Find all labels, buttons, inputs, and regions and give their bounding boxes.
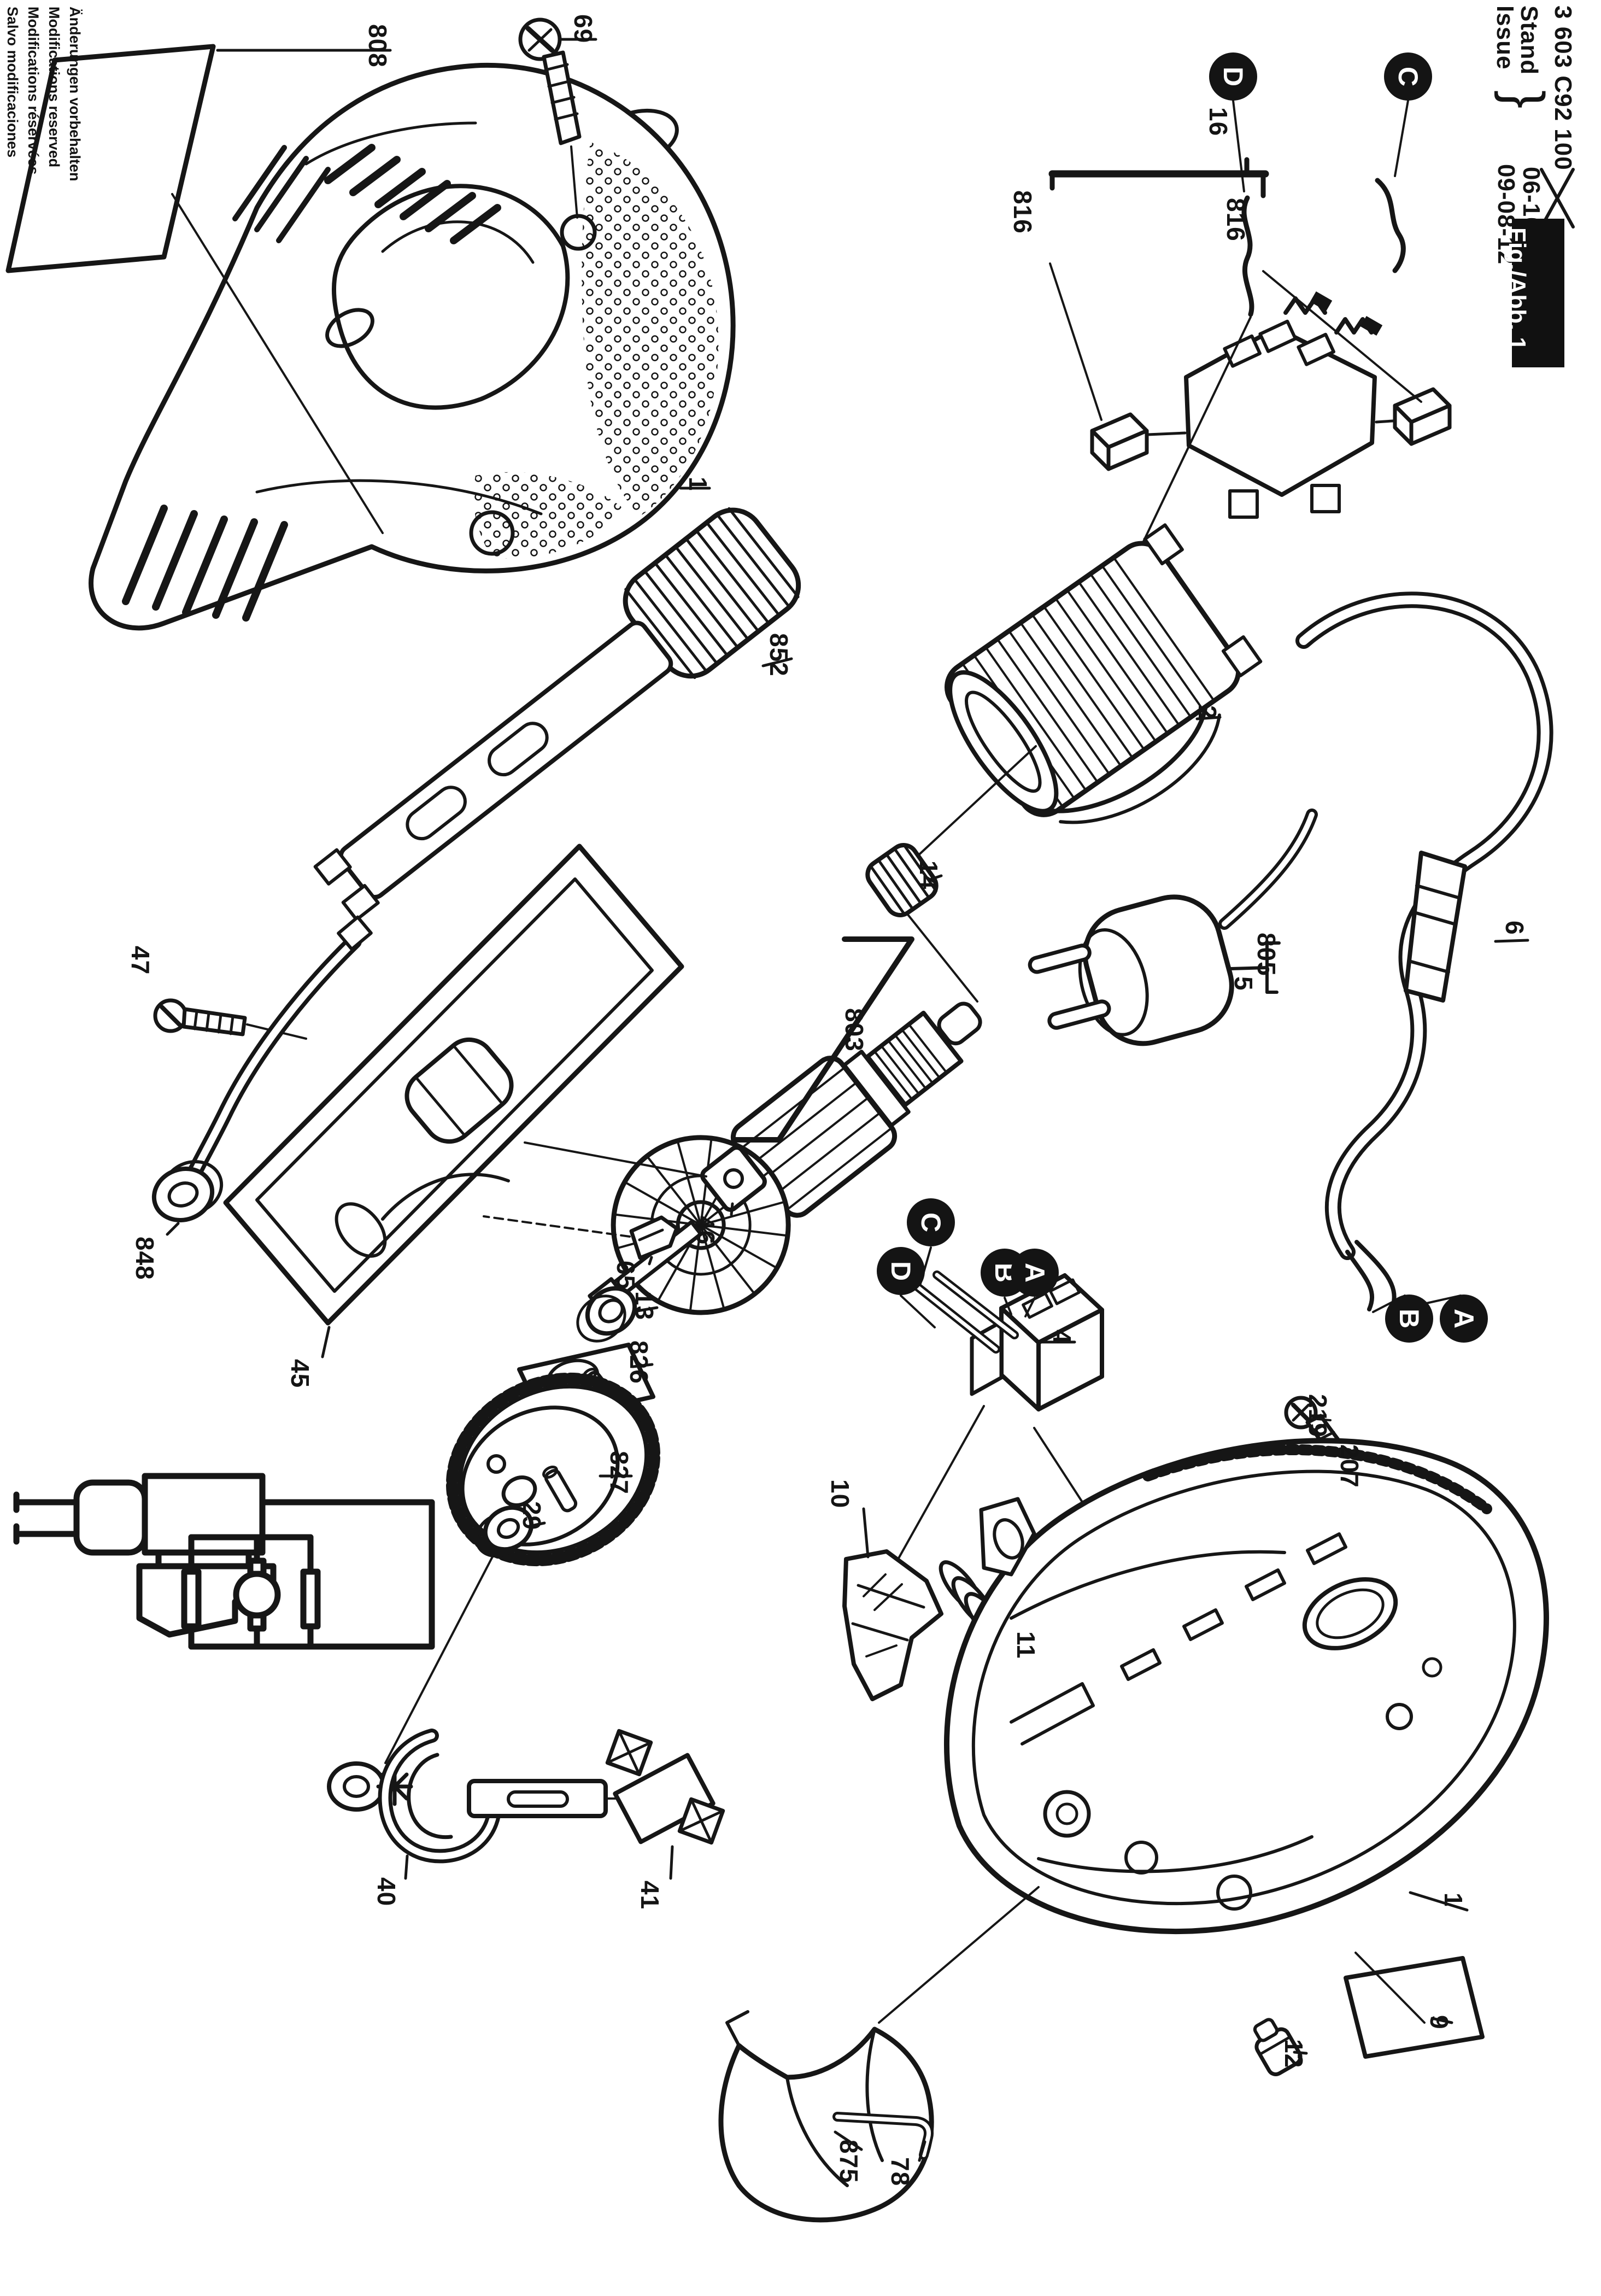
part-label-808: 808 [363,24,392,68]
plunger-40-art [327,1729,623,1880]
part-label-805: 805 [1252,933,1281,976]
part-label-5: 5 [1229,976,1258,991]
part-label-4: 4 [1048,1329,1076,1344]
armature-803-art [576,936,982,1343]
bearing-29-art [384,1505,546,1764]
part-label-40: 40 [372,1877,401,1907]
figure-label-box: Fig./Abb. 1 [1504,219,1564,367]
base-plate-45-art [223,844,684,1358]
part-label-6: 6 [1500,921,1529,935]
callout-c-2: C [907,1198,955,1246]
part-label-14: 14 [914,860,943,890]
screw-69-art [518,17,711,490]
callout-letter: A [1019,1262,1050,1283]
part-label-2: 2 [1193,705,1222,720]
part-label-1-top: 1 [684,477,712,491]
roller-attachment-852-art [313,507,801,922]
bush-12-art [1253,2018,1308,2076]
clip-65-art [483,1215,679,1266]
callout-d-3: D [877,1247,925,1295]
part-label-45: 45 [286,1359,314,1389]
callout-a-7: A [1440,1295,1488,1343]
date-strike-cross [1540,168,1575,229]
terminal-block-4-art [896,1246,1268,1788]
sticker-808-art [5,44,392,534]
part-label-69: 69 [569,14,597,44]
callout-letter: B [1393,1308,1424,1329]
part-label-826: 826 [625,1340,653,1384]
callout-letter: D [885,1261,916,1281]
part-label-816-right: 816 [1222,198,1250,242]
part-label-1-bottom: 1 [1439,1893,1468,1907]
part-label-12: 12 [1280,2039,1308,2069]
part-label-852: 852 [765,633,793,677]
part-label-816-left: 816 [1008,190,1037,234]
part-label-47: 47 [126,946,155,975]
plug-805-art [1028,809,1318,1046]
part-label-46: 46 [691,1216,720,1245]
motor-housing-art [89,62,736,631]
part-label-13: 13 [630,1291,659,1321]
issue-label: Issue [1492,5,1518,70]
date-brace: } [1494,90,1555,109]
part-label-848: 848 [131,1237,159,1280]
figure-label: Fig./Abb. 1 [1504,227,1530,350]
nut-46-art [524,1141,767,1216]
wiring-schematic [13,1473,435,1650]
part-label-16: 16 [1204,107,1233,137]
part-label-11: 11 [1012,1631,1040,1659]
pinion-gear-14-art [865,842,978,1003]
switch-assembly-art [1048,99,1452,550]
part-label-9: 9 [1425,2015,1453,2030]
side-note-de: Änderungen vorbehalten [67,7,83,181]
blade-clamp-41-art [605,1729,725,1880]
part-label-41: 41 [636,1881,664,1910]
stand-label: Stand [1516,5,1543,75]
part-label-207: 207 [1335,1444,1364,1488]
callout-c-1: C [1384,52,1432,101]
callout-letter: C [915,1212,946,1233]
callout-letter: A [1448,1308,1479,1329]
power-cord-art [1295,591,1553,1313]
part-label-10: 10 [826,1479,854,1509]
callout-a-5: A [1011,1249,1059,1297]
part-label-78: 78 [886,2157,914,2187]
part-label-803: 803 [840,1008,869,1052]
document-part-number: 3 603 C92 100 [1550,5,1576,171]
part-label-827: 827 [605,1451,634,1495]
part-label-29: 29 [518,1501,546,1531]
part-label-219: 219 [1304,1394,1332,1438]
stator-art [913,523,1263,860]
hex-key-78-art [832,2112,934,2162]
lever-10-art [842,1507,943,1701]
callout-letter: D [1217,66,1248,87]
part-label-65: 65 [612,1261,640,1290]
callout-d-0: D [1209,52,1257,101]
part-label-875: 875 [835,2140,863,2183]
side-note-en: Modifications reserved [46,7,62,168]
side-note-es: Salvo modificaciones [4,7,21,158]
callout-b-6: B [1385,1295,1433,1343]
nose-cover-875-art [718,1886,1040,2223]
callout-letter: C [1392,66,1423,87]
side-note-fr: Modifications réservées [25,7,42,175]
screw-47-art [153,998,307,1040]
lower-housing-art [944,1438,1549,1934]
sticker-9-art [1344,1952,1485,2059]
guide-arm-848-art [151,915,373,1236]
